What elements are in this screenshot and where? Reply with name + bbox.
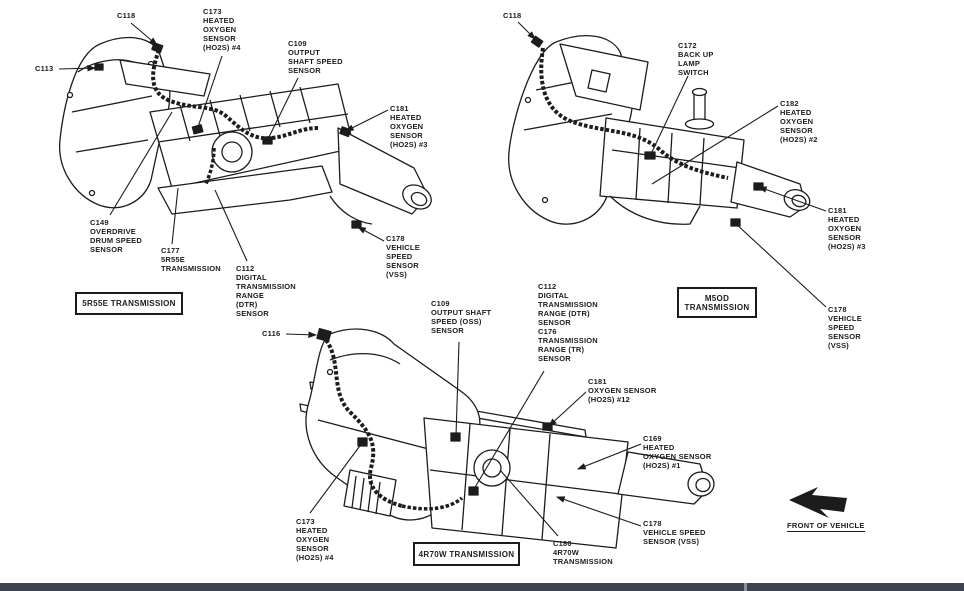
callout-m5od-c181-ho2s3: C181 HEATED OXYGEN SENSOR (HO2S) #3 (828, 206, 866, 251)
illustration-4r70w-transmission (299, 327, 715, 549)
callout-5r55e-c112-dtr: C112 DIGITAL TRANSMISSION RANGE (DTR) SE… (236, 264, 296, 318)
callout-5r55e-c113: C113 (35, 64, 54, 73)
callout-m5od-c178-vss: C178 VEHICLE SPEED SENSOR (VSS) (828, 305, 862, 350)
callout-5r55e-c109-oss: C109 OUTPUT SHAFT SPEED SENSOR (288, 39, 343, 75)
leader-lines (58, 21, 827, 537)
callout-5r55e-c173-ho2s4: C173 HEATED OXYGEN SENSOR (HO2S) #4 (203, 7, 241, 52)
callout-4r70w-c180: C180 4R70W TRANSMISSION (553, 539, 613, 566)
illustration-5r55e-transmission (59, 36, 432, 229)
callout-5r55e-c118: C118 (117, 11, 136, 20)
callout-4r70w-c116: C116 (262, 329, 281, 338)
callout-4r70w-c109-oss: C109 OUTPUT SHAFT SPEED (OSS) SENSOR (431, 299, 492, 335)
callout-5r55e-c181-ho2s3: C181 HEATED OXYGEN SENSOR (HO2S) #3 (390, 104, 428, 149)
callout-m5od-c172-backup: C172 BACK UP LAMP SWITCH (678, 41, 714, 77)
callout-4r70w-c112-c176: C112 DIGITAL TRANSMISSION RANGE (DTR) SE… (538, 282, 598, 363)
callout-m5od-c118: C118 (503, 11, 522, 20)
callout-5r55e-c178-vss: C178 VEHICLE SPEED SENSOR (VSS) (386, 234, 420, 279)
label-box-5r55e-transmission: 5R55E TRANSMISSION (75, 292, 183, 315)
label-box-4r70w-transmission: 4R70W TRANSMISSION (413, 542, 520, 566)
bottom-bar-right-segment (747, 583, 964, 591)
callout-5r55e-c177: C177 5R55E TRANSMISSION (161, 246, 221, 273)
front-of-vehicle-label: FRONT OF VEHICLE (787, 521, 865, 532)
callout-4r70w-c169-ho2s1: C169 HEATED OXYGEN SENSOR (HO2S) #1 (643, 434, 712, 470)
bottom-bar-left-segment (0, 583, 744, 591)
illustration-m5od-transmission (508, 35, 811, 227)
label-box-m5od-transmission: M5OD TRANSMISSION (677, 287, 757, 318)
callout-m5od-c182-ho2s2: C182 HEATED OXYGEN SENSOR (HO2S) #2 (780, 99, 818, 144)
callout-4r70w-c173-ho2s4: C173 HEATED OXYGEN SENSOR (HO2S) #4 (296, 517, 334, 562)
callout-4r70w-c181-ho2s12: C181 OXYGEN SENSOR (HO2S) #12 (588, 377, 657, 404)
front-of-vehicle-arrow-icon (789, 487, 847, 518)
callout-4r70w-c178-vss: C178 VEHICLE SPEED SENSOR (VSS) (643, 519, 706, 546)
bottom-bar-divider (744, 583, 747, 591)
callout-5r55e-c149-odss: C149 OVERDRIVE DRUM SPEED SENSOR (90, 218, 143, 254)
